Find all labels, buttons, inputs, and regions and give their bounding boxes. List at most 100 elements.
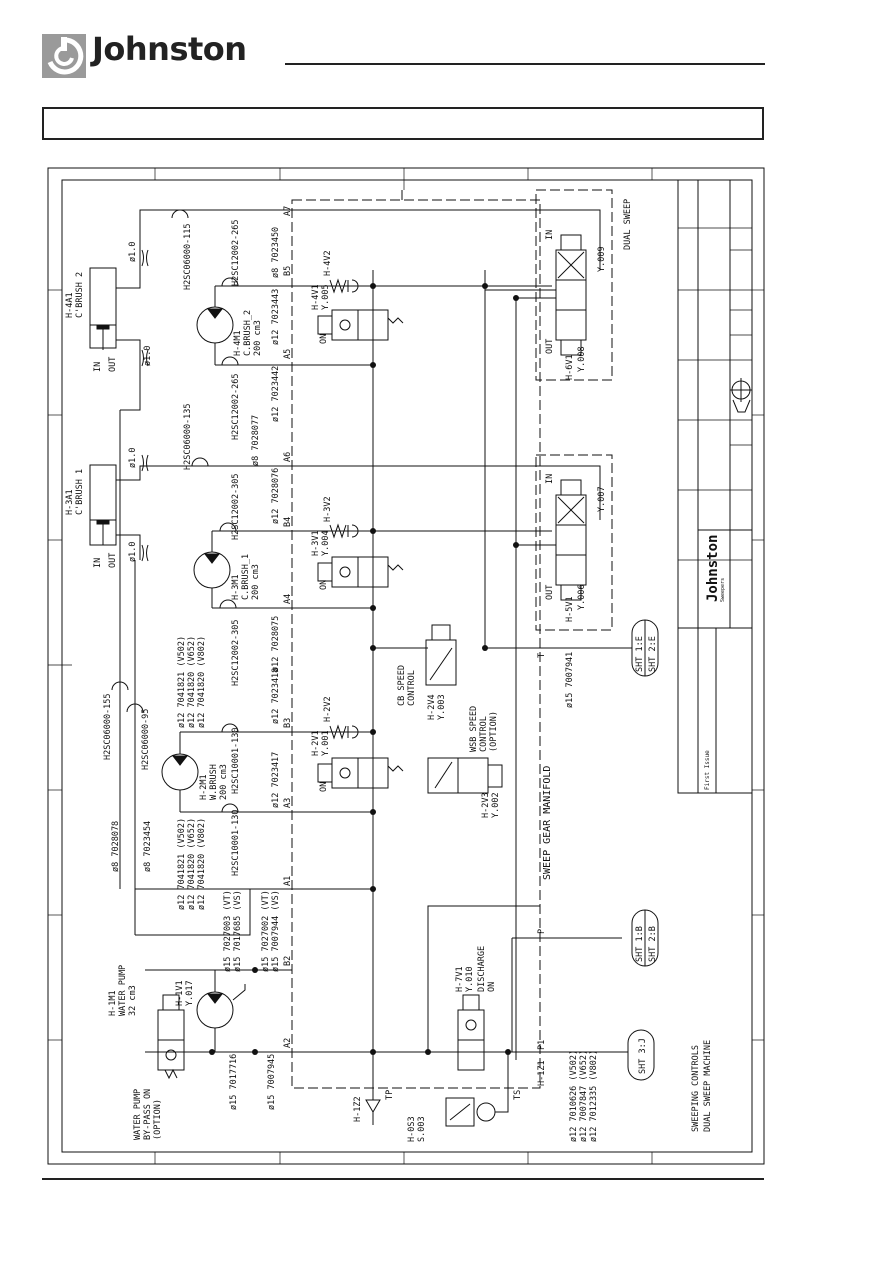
- port-t: T: [537, 653, 547, 658]
- drawing-title-1: SWEEPING CONTROLS: [691, 1045, 701, 1132]
- pipe-grp-bot-3: ø12 7041820 (V802): [197, 818, 207, 910]
- pipe-drain-2: ø12 7007847 (V652): [579, 1050, 589, 1142]
- pipe-7023442: ø12 7023442: [271, 366, 281, 422]
- h5v1-id: H-5V1: [565, 596, 575, 622]
- h2v1-id: H-2V1: [311, 730, 321, 756]
- water-pump-size: 32 cm3: [128, 985, 138, 1016]
- hose-135: H2SC06000-135: [183, 403, 193, 470]
- cyl2-in: IN: [93, 362, 103, 372]
- h7v1-y: Y.010: [465, 966, 475, 992]
- cyl1-out: OUT: [108, 553, 118, 568]
- pipe-7028078: ø8 7028078: [111, 821, 121, 872]
- pipe-grp-bot-1: ø12 7041821 (V502): [177, 818, 187, 910]
- pipe-7017716: ø15 7017716: [229, 1054, 239, 1110]
- port-tp: TP: [385, 1090, 395, 1100]
- pipe-drain-1: ø12 7010626 (V502): [569, 1050, 579, 1142]
- h5v1-in: IN: [545, 474, 555, 484]
- orifice-2: ø1.0: [143, 346, 153, 366]
- bypass-l1: WATER PUMP: [133, 1089, 143, 1140]
- pipe-vt-b-1: ø15 7027002 (VT): [261, 890, 271, 972]
- orifice-4: ø1.0: [128, 542, 138, 562]
- h7v1-on: ON: [487, 982, 497, 992]
- pipe-7007945: ø15 7007945: [267, 1054, 277, 1110]
- h6v1-out: OUT: [545, 339, 555, 354]
- cbrush2-cyl-name: C'BRUSH 2: [75, 272, 85, 318]
- port-a7: A7: [283, 206, 293, 216]
- hose-95: H2SC06000-95: [141, 709, 151, 770]
- h3v1-y: Y.004: [321, 530, 331, 556]
- pipe-7023443: ø12 7023443: [271, 289, 281, 345]
- h4v1-y: Y.005: [321, 284, 331, 310]
- h6v1-y2: Y.009: [597, 246, 607, 272]
- title-block-company-sub: Sweepers: [720, 578, 726, 602]
- pipe-grp-top-3: ø12 7041820 (V802): [197, 636, 207, 728]
- orifice-1: ø1.0: [128, 242, 138, 262]
- port-a4: A4: [283, 594, 293, 604]
- port-p1: P1: [537, 1040, 547, 1050]
- h1z1-label: H-1Z1: [537, 1060, 547, 1086]
- h6v1-in: IN: [545, 230, 555, 240]
- h2v2-label: H-2V2: [323, 696, 333, 722]
- h4v2-label: H-4V2: [323, 250, 333, 276]
- h2v1-on: ON: [319, 782, 329, 792]
- sheet-ref-p1: SHT 3:J: [638, 1038, 648, 1074]
- drawing-title-2: DUAL SWEEP MACHINE: [703, 1040, 713, 1132]
- cb2-motor-id: H-4M1: [233, 330, 243, 356]
- pipe-grp-bot-2: ø12 7041820 (V652): [187, 818, 197, 910]
- brand-name: Johnston: [92, 30, 247, 68]
- water-pump-name: WATER PUMP: [118, 965, 128, 1016]
- junction-dots: [209, 283, 519, 1055]
- h0s3-s: S.003: [417, 1116, 427, 1142]
- hose-130-a: H2SC10001-130: [231, 727, 241, 794]
- h3v1-id: H-3V1: [311, 530, 321, 556]
- pipe-7028076: ø12 7028076: [271, 468, 281, 524]
- port-b4: B4: [283, 517, 293, 527]
- cb2-motor-size: 200 cm3: [253, 320, 263, 356]
- port-b2: B2: [283, 956, 293, 966]
- cb2-motor-name: C.BRUSH_2: [243, 310, 253, 356]
- h7v1-discharge: DISCHARGE: [477, 946, 487, 992]
- manifold-label: SWEEP GEAR MANIFOLD: [542, 766, 553, 880]
- port-b3: B3: [283, 718, 293, 728]
- sheet-ref-p-1: SHT 1:B: [635, 926, 645, 962]
- cyl2-out: OUT: [108, 357, 118, 372]
- pipe-7028077: ø8 7028077: [251, 415, 261, 466]
- pipe-7028075: ø12 7028075: [271, 616, 281, 672]
- cb1-motor-name: C.BRUSH_1: [241, 554, 251, 600]
- water-pump-id: H-1M1: [108, 990, 118, 1016]
- wsb-speed-l1: WSB SPEED: [469, 706, 479, 752]
- port-a3: A3: [283, 798, 293, 808]
- h1z2-label: H-1Z2: [353, 1096, 363, 1122]
- port-a1: A1: [283, 876, 293, 886]
- h6v1-y1: Y.008: [577, 346, 587, 372]
- wb-motor-name: W.BRUSH: [209, 764, 219, 800]
- hose-265-b: H2SC12002-265: [231, 373, 241, 440]
- sheet-ref-p-2: SHT 2:B: [648, 926, 658, 962]
- pipe-7023417: ø12 7023417: [271, 752, 281, 808]
- port-a5: A5: [283, 349, 293, 359]
- h5v1-out: OUT: [545, 585, 555, 600]
- pipe-grp-top-2: ø12 7041820 (V652): [187, 636, 197, 728]
- h2v1-y: Y.001: [321, 730, 331, 756]
- cb-speed-l2: CONTROL: [407, 670, 417, 706]
- header-rule: [285, 63, 765, 65]
- johnston-logo-icon: [42, 34, 86, 78]
- cb-speed-l1: CB SPEED: [397, 665, 407, 706]
- h3v1-on: ON: [319, 580, 329, 590]
- wsb-speed-l4: H-2V3: [481, 792, 491, 818]
- cbrush1-cyl-name: C'BRUSH 1: [75, 469, 85, 515]
- port-p: P: [537, 929, 547, 934]
- hose-115: H2SC06000-115: [183, 223, 193, 290]
- pipe-vt-a-1: ø15 7027003 (VT): [223, 890, 233, 972]
- port-a6: A6: [283, 452, 293, 462]
- wsb-speed-l2: CONTROL: [479, 716, 489, 752]
- dual-sweep-label: DUAL SWEEP: [623, 199, 633, 250]
- pipe-7007941: ø15 7007941: [565, 652, 575, 708]
- h3v2-label: H-3V2: [323, 496, 333, 522]
- pipe-7023450: ø8 7023450: [271, 227, 281, 278]
- h6v1-id: H-6V1: [565, 354, 575, 380]
- cbrush1-cyl-id: H-3A1: [65, 489, 75, 515]
- hose-130-b: H2SC10001-130: [231, 809, 241, 876]
- hose-305-a: H2SC12002-305: [231, 473, 241, 540]
